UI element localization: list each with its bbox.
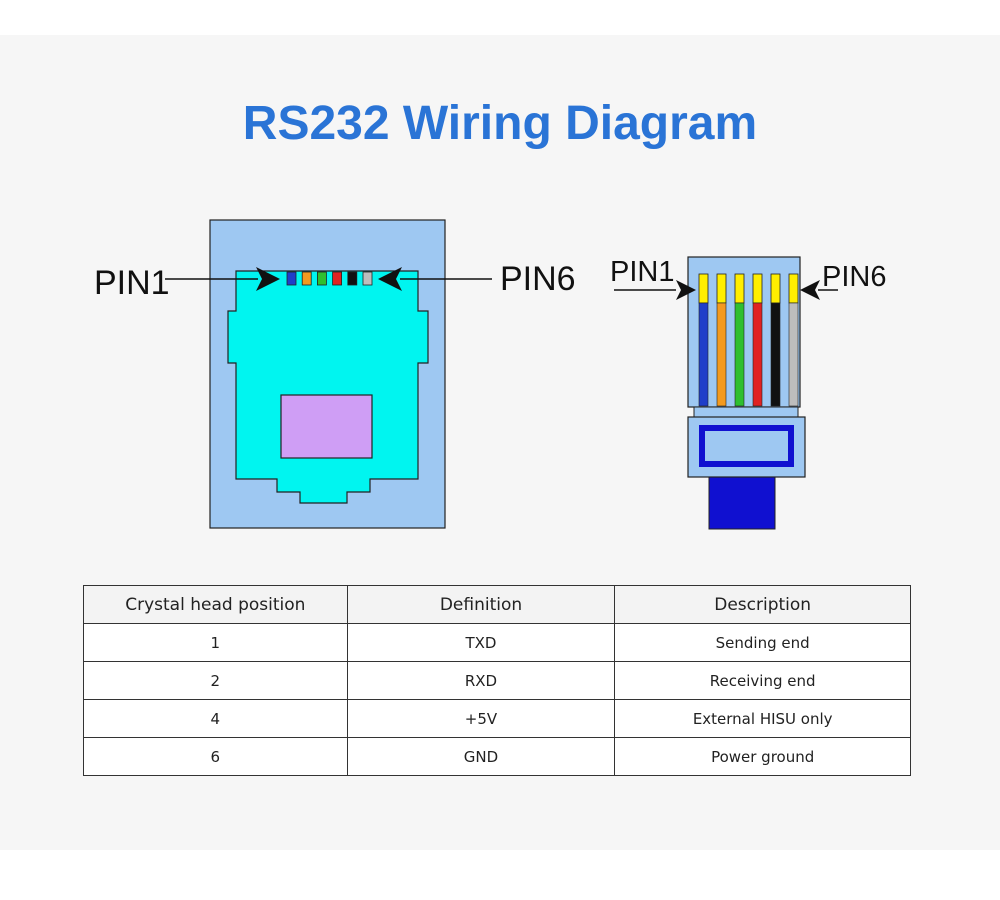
- socket-contact-2: [301, 271, 312, 286]
- cell-description: External HISU only: [614, 699, 911, 738]
- cell-position: 4: [83, 699, 348, 738]
- cell-definition: TXD: [346, 623, 616, 662]
- cell-description: Power ground: [614, 737, 911, 776]
- table-header-row: Crystal head position Definition Descrip…: [83, 585, 911, 624]
- plug-pin1-label: PIN1: [610, 256, 674, 288]
- socket-contact-3: [316, 271, 327, 286]
- plug-contact-6: [788, 273, 799, 304]
- socket-contact-6: [362, 271, 373, 286]
- plug-contact-4: [752, 273, 763, 304]
- plug-contact-3: [734, 273, 745, 304]
- cell-definition: +5V: [346, 699, 616, 738]
- table-row: 1 TXD Sending end: [83, 623, 911, 662]
- plug-neck: [693, 406, 799, 418]
- table-row: 2 RXD Receiving end: [83, 661, 911, 700]
- socket-contact-4: [332, 271, 343, 286]
- socket-contacts: [286, 271, 373, 286]
- cell-position: 6: [83, 737, 348, 776]
- cell-position: 2: [83, 661, 348, 700]
- page-title: RS232 Wiring Diagram: [242, 97, 758, 150]
- cell-description: Sending end: [614, 623, 911, 662]
- plug-latch-inner: [710, 434, 783, 458]
- latch-window: [280, 394, 373, 459]
- plug-pin6-arrow-head: [800, 280, 820, 300]
- plug-wire-3: [734, 302, 745, 407]
- plug-wire-5: [770, 302, 781, 407]
- socket-contact-1: [286, 271, 297, 286]
- table-row: 6 GND Power ground: [83, 737, 911, 776]
- cell-definition: RXD: [346, 661, 616, 700]
- plug-wire-6: [788, 302, 799, 407]
- socket-pin1-label: PIN1: [94, 264, 170, 302]
- table-row: 4 +5V External HISU only: [83, 699, 911, 738]
- header-description: Description: [614, 585, 911, 624]
- plug-wire-2: [716, 302, 727, 407]
- plug-latch-frame: [699, 425, 794, 467]
- socket-pin6-label: PIN6: [500, 260, 576, 298]
- plug-wires: [698, 273, 799, 407]
- socket-contact-5: [347, 271, 358, 286]
- plug-wire-4: [752, 302, 763, 407]
- header-definition: Definition: [346, 585, 616, 624]
- plug-cable: [708, 476, 776, 530]
- plug-pin6-label: PIN6: [822, 261, 886, 293]
- socket-body: [227, 270, 429, 504]
- plug-wire-1: [698, 302, 709, 407]
- plug-contact-1: [698, 273, 709, 304]
- rj-socket: PIN1 PIN6: [94, 219, 576, 529]
- plug-pin1-arrow-head: [676, 280, 696, 300]
- header-position: Crystal head position: [83, 585, 348, 624]
- pinout-table: Crystal head position Definition Descrip…: [83, 585, 911, 776]
- plug-contact-5: [770, 273, 781, 304]
- pin6-arrow-head: [378, 267, 402, 291]
- cell-description: Receiving end: [614, 661, 911, 700]
- wiring-diagram: PIN1 PIN6 PIN1 PIN6: [94, 219, 886, 530]
- plug-contact-2: [716, 273, 727, 304]
- rj-plug: PIN1 PIN6: [610, 256, 886, 530]
- cell-definition: GND: [346, 737, 616, 776]
- pin1-arrow-head: [256, 267, 280, 291]
- cell-position: 1: [83, 623, 348, 662]
